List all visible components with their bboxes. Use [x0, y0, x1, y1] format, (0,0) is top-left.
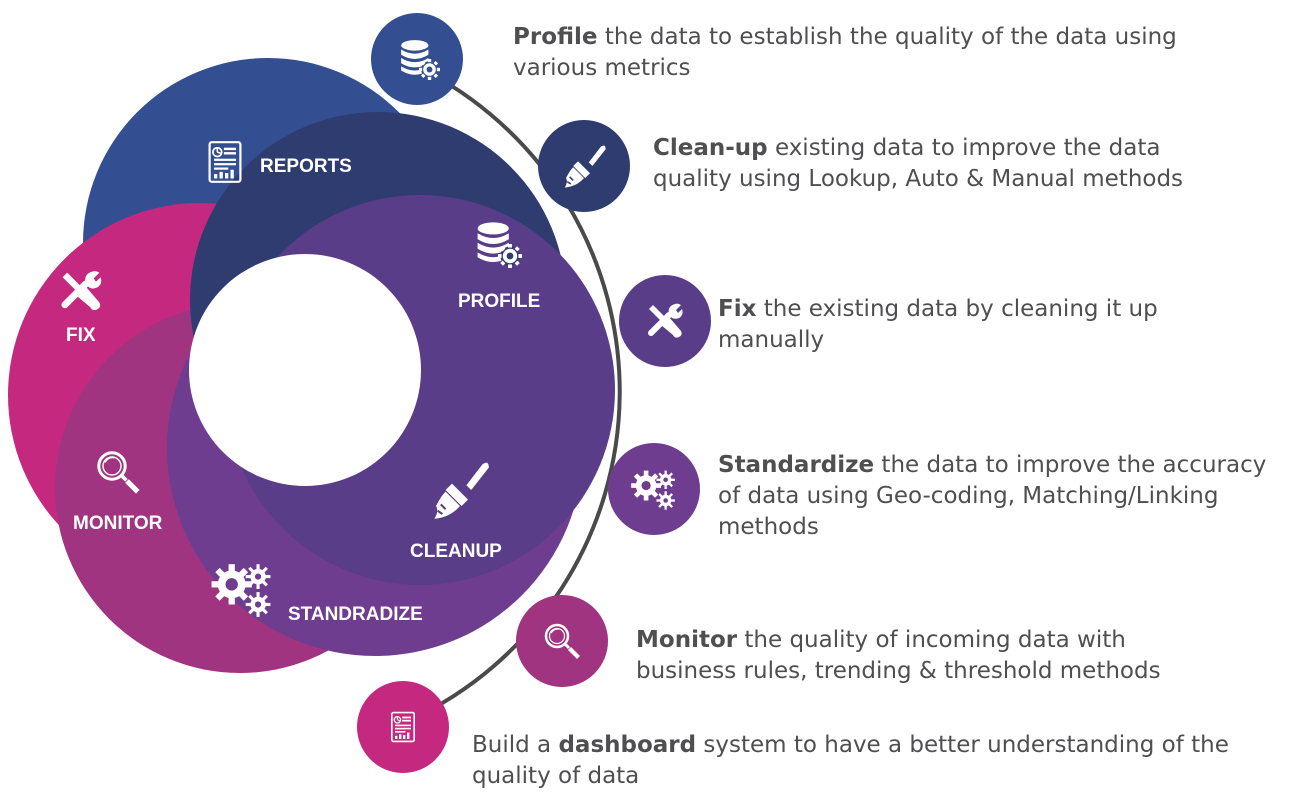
wheel-label-cleanup: CLEANUP: [410, 541, 502, 562]
wheel-label-standardize: STANDRADIZE: [288, 604, 423, 625]
step-keyword-monitor: Monitor: [636, 627, 738, 653]
step-keyword-dashboard: dashboard: [558, 732, 697, 758]
step-text-fix: Fix the existing data by cleaning it up …: [718, 296, 1158, 353]
step-node-profile: [371, 13, 463, 105]
step-node-cleanup: [538, 120, 630, 212]
step-keyword-cleanup: Clean-up: [653, 135, 768, 161]
wheel-label-reports: REPORTS: [260, 156, 352, 177]
step-text-monitor: Monitor the quality of incoming data wit…: [636, 627, 1161, 684]
wheel-label-monitor: MONITOR: [73, 513, 163, 534]
wheel-label-fix: FIX: [66, 325, 96, 346]
step-keyword-profile: Profile: [513, 24, 598, 50]
wheel-label-profile: PROFILE: [458, 291, 540, 312]
wheel-center-hole: [189, 254, 421, 486]
step-text-dashboard: Build a dashboard system to have a bette…: [472, 732, 1229, 789]
step-keyword-fix: Fix: [718, 296, 757, 322]
timeline-arc: [409, 65, 622, 722]
step-text-profile: Profile the data to establish the qualit…: [513, 24, 1177, 81]
step-keyword-standardize: Standardize: [718, 452, 875, 478]
step-text-cleanup: Clean-up existing data to improve the da…: [653, 135, 1184, 192]
step-node-dashboard: [357, 681, 449, 773]
step-text-standardize: Standardize the data to improve the accu…: [718, 452, 1267, 540]
